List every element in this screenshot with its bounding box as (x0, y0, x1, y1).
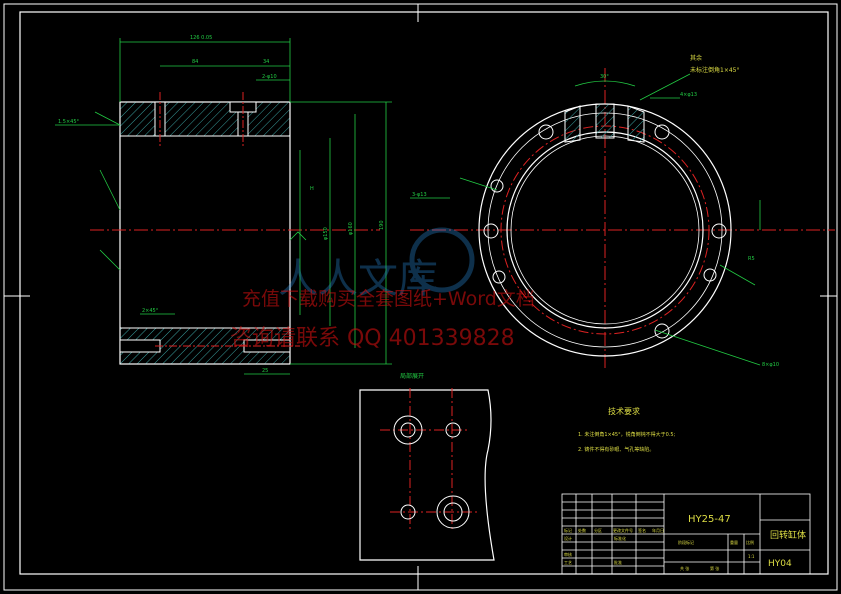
dim-right-r: R5 (748, 256, 755, 262)
dim-inner: 84 (192, 59, 198, 65)
dim-arc-angle (574, 80, 636, 87)
part-name: 回转缸体 (770, 529, 806, 541)
detail-hole-3 (400, 504, 416, 520)
dim-chamfer-left: 1.5×45° (58, 119, 80, 125)
bolt-hole-3 (654, 124, 670, 140)
title-block-labels: 标记 处数 分区 更改文件号 签名 年月日 设计 标准化 审核 工艺 批准 阶段… (564, 527, 755, 571)
detail-label: 局部展开 (400, 372, 424, 380)
leader-bottom-hole (654, 329, 761, 366)
inner-frame (19, 11, 829, 575)
bolt-hole-1 (711, 223, 727, 239)
label-sheet-no: 第 张 (710, 565, 719, 571)
watermark-logo-circle (409, 227, 475, 293)
outer-frame (3, 3, 838, 591)
label-sheet-total: 共 张 (680, 565, 689, 571)
detail-hole-1-outer (393, 415, 423, 445)
label-standard: 标准化 (614, 535, 626, 541)
tech-title: 技术要求 (608, 406, 640, 416)
watermark-logo-text: 人人文库 (278, 256, 438, 302)
leader-note (639, 73, 691, 101)
bolt-hole-4 (538, 124, 554, 140)
keyway-section-right (627, 105, 645, 143)
top-flange-section (119, 101, 291, 137)
tech-item-2: 2. 铸件不得有砂眼、气孔等缺陷。 (578, 446, 654, 453)
bolt-hole-8 (654, 323, 670, 339)
detail-hole-4-outer (436, 495, 470, 529)
watermark-line-2: 咨询请联系 QQ 401339828 (230, 326, 515, 351)
label-count: 处数 (578, 527, 586, 533)
title-block-text: HY25-47 回转缸体 HY04 (688, 514, 806, 569)
bolt-hole-5 (490, 179, 504, 193)
bolt-hole-2 (703, 268, 717, 282)
scale-value: 1:1 (748, 554, 755, 559)
dim-height-total: 190 (379, 220, 385, 230)
dim-right-ext (719, 264, 756, 286)
dim-overall-width: 126 0.05 (190, 35, 212, 41)
leader-holes-2 (459, 177, 498, 191)
watermark-logo: 人人文库 (278, 227, 475, 302)
label-design: 设计 (564, 535, 572, 541)
dim-keyway: 4×φ13 (680, 92, 697, 98)
detail-view: 局部展开 (359, 372, 495, 561)
title-block (561, 493, 811, 575)
tech-requirements: 技术要求 1. 未注倒角1×45°，锐角倒钝不得大于0.5; 2. 铸件不得有砂… (578, 406, 676, 453)
dim-angle: 30° (600, 74, 609, 80)
label-zone: 分区 (594, 527, 602, 533)
detail-hole-4-inner (443, 502, 463, 522)
keyway-section-left (564, 105, 581, 143)
label-approve: 批准 (614, 559, 622, 565)
label-scale: 比例 (746, 539, 754, 545)
side-circular-view: 3-φ13 4×φ13 R5 8×φ10 30° 其余 未标注倒角1×45° (410, 54, 835, 370)
bolt-hole-7 (492, 270, 506, 284)
label-weight: 重量 (730, 539, 738, 545)
dim-chamfer-bottom: 2×45° (142, 308, 159, 314)
front-section-view: 126 0.05 84 34 2-φ10 1.5×45° 2×45° 25 19… (55, 35, 392, 375)
leader-side-2 (99, 249, 121, 271)
part-number: HY25-47 (688, 514, 731, 525)
leader-chamfer-2 (94, 111, 121, 126)
dim-bottom: 25 (262, 368, 268, 374)
label-change-doc: 更改文件号 (613, 527, 633, 533)
label-signature: 签名 (638, 527, 646, 533)
dim-bottom-hole: 8×φ10 (762, 362, 779, 368)
keyway-section-mid (595, 103, 615, 139)
label-stage-mark: 阶段标记 (678, 539, 694, 545)
bottom-hole-left (119, 339, 161, 353)
dim-holes: 3-φ13 (412, 192, 427, 198)
dim-right: H (310, 186, 314, 192)
note-title: 其余 (690, 54, 702, 62)
bolt-hole-6 (483, 223, 499, 239)
leader-side (99, 169, 121, 211)
tech-item-1: 1. 未注倒角1×45°，锐角倒钝不得大于0.5; (578, 431, 676, 438)
detail-hole-1-inner (400, 422, 416, 438)
dim-hole: 2-φ10 (262, 74, 277, 80)
label-date: 年月日 (652, 527, 664, 533)
detail-hole-2 (445, 422, 461, 438)
label-process: 工艺 (564, 560, 572, 565)
label-mark: 标记 (564, 527, 572, 533)
dim-bore: φ150 (323, 227, 329, 240)
section-symbol (289, 231, 307, 241)
watermark-line-1: 充值下载购买全套图纸+Word文档 (242, 288, 535, 310)
dim-slot: 34 (263, 59, 269, 65)
drawing-number: HY04 (768, 559, 792, 569)
dim-outer: φ160 (348, 222, 354, 235)
label-review: 审核 (564, 551, 572, 557)
note-chamfer: 未标注倒角1×45° (690, 66, 739, 74)
detail-outline (359, 389, 495, 561)
